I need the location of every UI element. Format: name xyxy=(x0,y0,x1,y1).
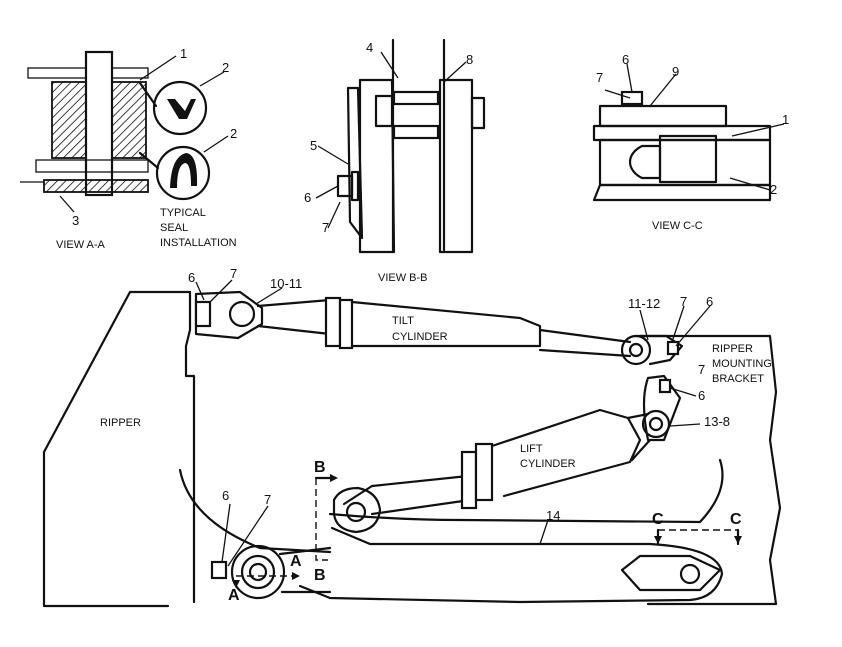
callout-6: 6 xyxy=(188,270,195,285)
note-installation: INSTALLATION xyxy=(160,237,237,249)
callout-6: 6 xyxy=(222,488,229,503)
section-b-top: B xyxy=(314,459,326,476)
callout-6: 6 xyxy=(304,190,311,205)
callout-7: 7 xyxy=(680,294,687,309)
callout-3: 3 xyxy=(72,213,79,228)
callout-2: 2 xyxy=(770,182,777,197)
callout-4: 4 xyxy=(366,40,373,55)
section-c-right: C xyxy=(730,511,742,528)
callout-6: 6 xyxy=(698,388,705,403)
ripper-label: RIPPER xyxy=(100,417,141,429)
callout-5: 5 xyxy=(310,138,317,153)
callout-6: 6 xyxy=(622,52,629,67)
view-c-c xyxy=(592,63,785,202)
view-a-a xyxy=(20,50,229,213)
note-seal: SEAL xyxy=(160,222,188,234)
callout-2: 2 xyxy=(222,60,229,75)
view-a-a-label: VIEW A-A xyxy=(56,239,106,251)
ripper-assembly xyxy=(42,279,782,608)
callout-8: 8 xyxy=(466,52,473,67)
callout-13-8: 13-8 xyxy=(704,414,730,429)
section-a-right: A xyxy=(290,553,302,570)
section-b-bottom: B xyxy=(314,567,326,584)
view-c-c-label: VIEW C-C xyxy=(652,220,703,232)
callout-7: 7 xyxy=(322,220,329,235)
callout-14: 14 xyxy=(546,508,560,523)
callout-7: 7 xyxy=(230,266,237,281)
section-c-left: C xyxy=(652,511,664,528)
callout-7: 7 xyxy=(596,70,603,85)
callout-11-12: 11-12 xyxy=(628,296,660,311)
callout-7: 7 xyxy=(698,362,705,377)
tilt-cylinder-label-2: CYLINDER xyxy=(392,331,448,343)
callout-1: 1 xyxy=(782,112,789,127)
section-a-bottom: A xyxy=(228,587,240,604)
bracket-label-1: RIPPER xyxy=(712,343,753,355)
note-typical: TYPICAL xyxy=(160,207,206,219)
callout-1: 1 xyxy=(180,46,187,61)
lift-cylinder-label-2: CYLINDER xyxy=(520,458,576,470)
callout-10-11: 10-11 xyxy=(270,276,302,291)
tilt-cylinder-label-1: TILT xyxy=(392,315,414,327)
callout-2: 2 xyxy=(230,126,237,141)
bracket-label-3: BRACKET xyxy=(712,373,764,385)
callout-6: 6 xyxy=(706,294,713,309)
bracket-label-2: MOUNTING xyxy=(712,358,772,370)
view-b-b xyxy=(315,38,486,254)
callout-7: 7 xyxy=(264,492,271,507)
lift-cylinder-label-1: LIFT xyxy=(520,443,543,455)
view-b-b-label: VIEW B-B xyxy=(378,272,428,284)
callout-9: 9 xyxy=(672,64,679,79)
